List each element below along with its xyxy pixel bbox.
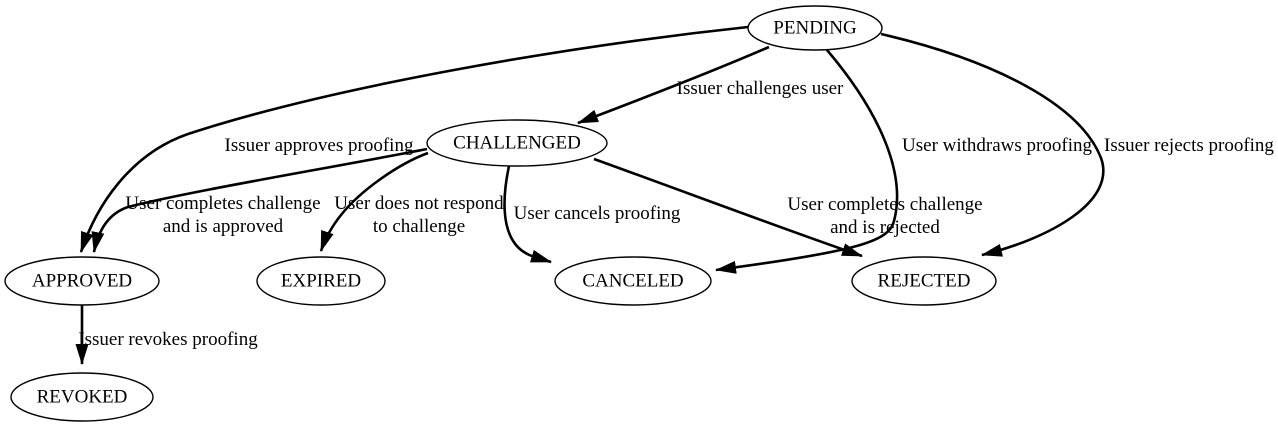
node-rejected: REJECTED — [851, 256, 997, 306]
node-expired-shape — [256, 256, 386, 306]
edge-challenged-canceled-line — [503, 165, 552, 264]
node-rejected-label: REJECTED — [878, 271, 971, 292]
node-revoked-label: REVOKED — [37, 387, 128, 408]
node-revoked: REVOKED — [10, 372, 154, 422]
node-pending: PENDING — [747, 5, 883, 51]
edge-challenged-approved-line — [91, 147, 428, 253]
node-approved: APPROVED — [4, 256, 160, 306]
edge-pending-canceled-label: User withdraws proofing — [902, 135, 1092, 156]
node-approved-label: APPROVED — [32, 271, 132, 292]
edge-pending-approved: Issuer approves proofing — [79, 25, 749, 253]
edge-pending-rejected-line — [880, 32, 1105, 257]
edge-pending-rejected-label: Issuer rejects proofing — [1104, 135, 1274, 156]
node-canceled: CANCELED — [554, 256, 712, 306]
node-challenged-label: CHALLENGED — [453, 133, 581, 154]
nodes-layer: PENDING CHALLENGED APPROVED EXPIRED CANCELED… — [4, 5, 997, 422]
edge-challenged-canceled: User cancels proofing — [503, 165, 681, 264]
edge-pending-challenged: Issuer challenges user — [577, 45, 844, 125]
edge-challenged-expired-line — [319, 151, 429, 252]
node-canceled-label: CANCELED — [582, 271, 683, 292]
node-rejected-shape — [851, 256, 997, 306]
edge-pending-canceled-line — [715, 49, 899, 274]
edge-pending-approved-line — [79, 25, 749, 253]
node-pending-shape — [747, 5, 883, 51]
edge-challenged-rejected-line — [593, 157, 863, 258]
node-expired: EXPIRED — [256, 256, 386, 306]
node-pending-label: PENDING — [773, 18, 857, 39]
edge-approved-revoked: Issuer revokes proofing — [75, 305, 258, 365]
edge-pending-challenged-line — [577, 45, 770, 125]
node-approved-shape — [4, 256, 160, 306]
node-challenged-shape — [426, 119, 608, 167]
edge-pending-approved-label: Issuer approves proofing — [225, 135, 414, 156]
edge-challenged-canceled-label: User cancels proofing — [514, 203, 681, 224]
edge-pending-challenged-label: Issuer challenges user — [677, 78, 844, 99]
edge-approved-revoked-label: Issuer revokes proofing — [78, 329, 258, 350]
edge-pending-rejected: Issuer rejects proofing — [880, 32, 1274, 257]
node-challenged: CHALLENGED — [426, 119, 608, 167]
node-revoked-shape — [10, 372, 154, 422]
node-expired-label: EXPIRED — [281, 271, 361, 292]
node-canceled-shape — [554, 256, 712, 306]
edge-pending-canceled: User withdraws proofing — [715, 49, 1092, 274]
